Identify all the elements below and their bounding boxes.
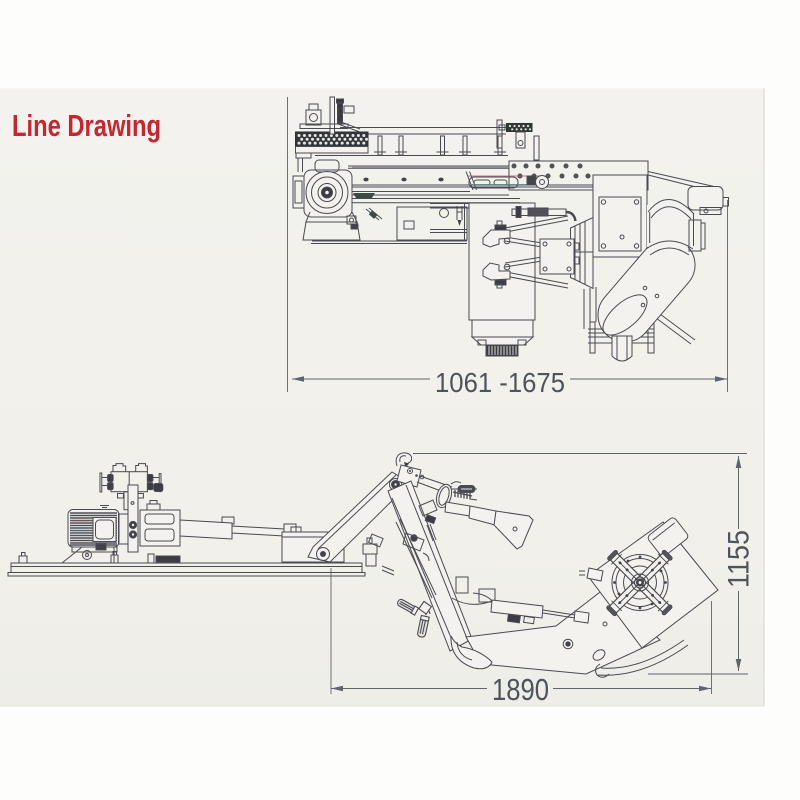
svg-text:1155: 1155 (723, 530, 756, 588)
svg-text:1890: 1890 (492, 672, 549, 707)
svg-text:Line Drawing: Line Drawing (12, 109, 161, 143)
svg-text:1061 -1675: 1061 -1675 (435, 367, 565, 398)
